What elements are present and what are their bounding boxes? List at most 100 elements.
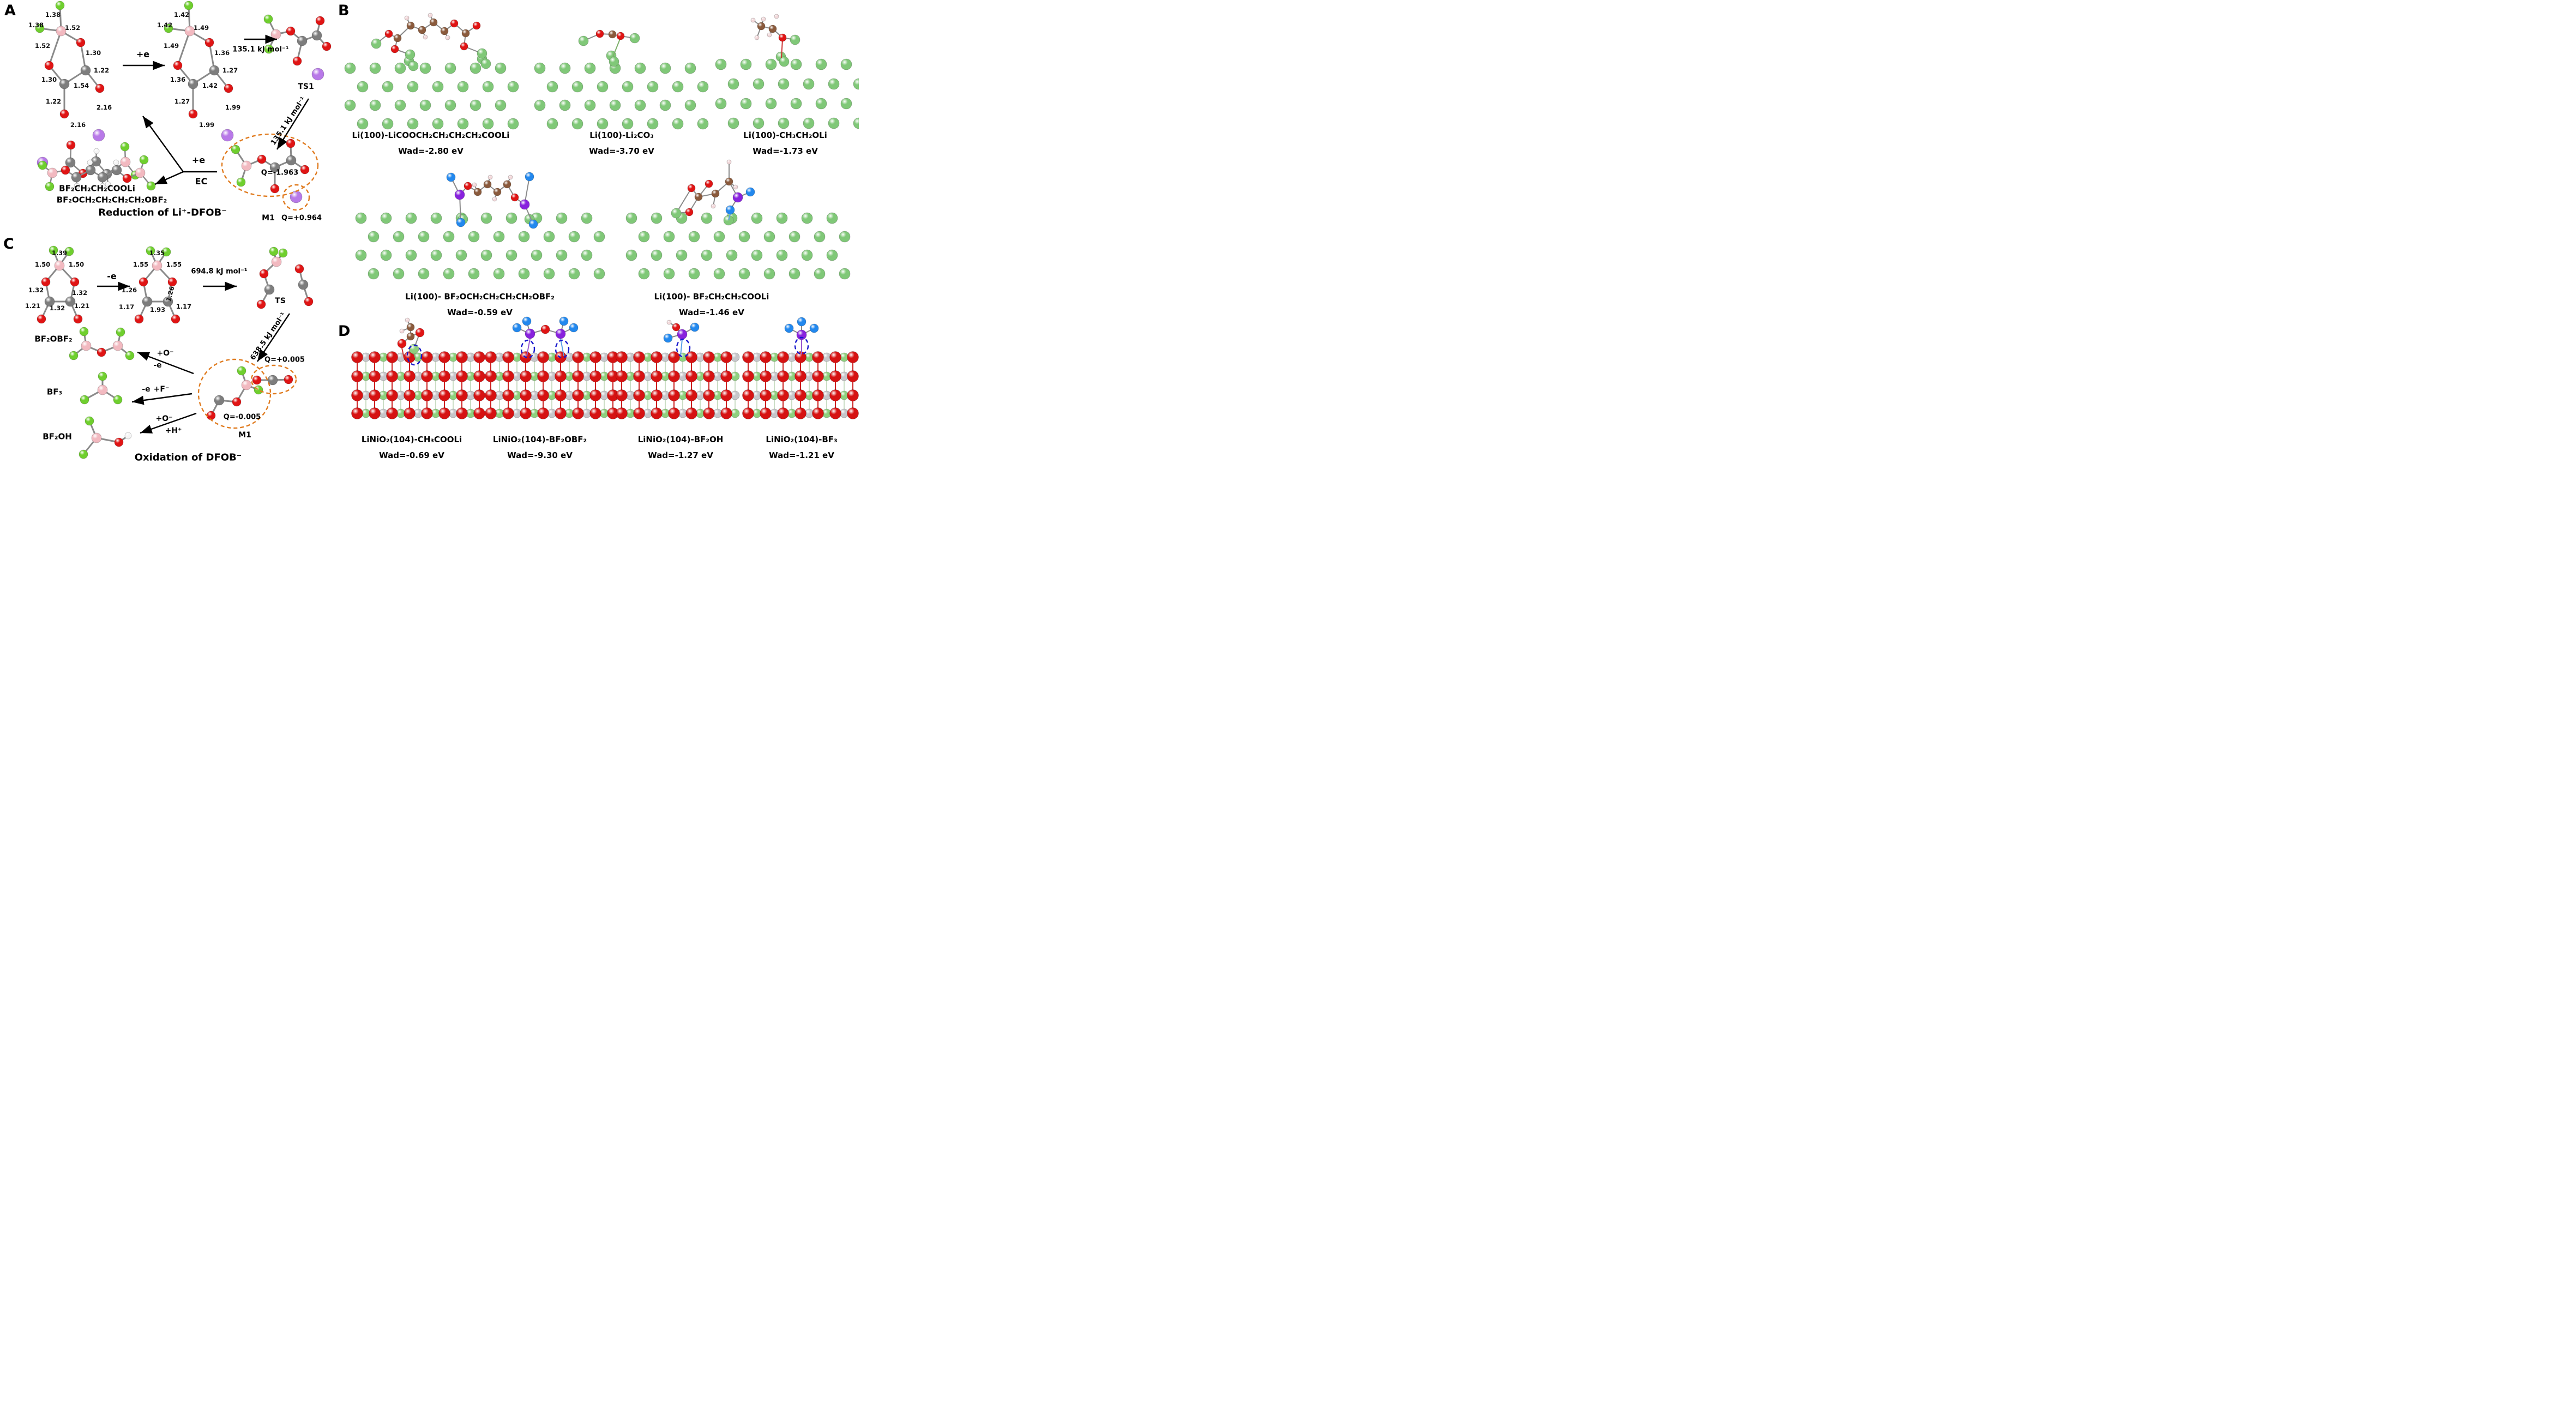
bond-length: 1.50	[35, 261, 50, 268]
annotation-text-7: +e	[191, 155, 206, 165]
annotation-text-18: BF₂OBF₂	[34, 334, 73, 344]
surface-bond	[612, 37, 621, 57]
atom-f	[38, 160, 47, 170]
atom-ls	[344, 62, 356, 74]
atom-od	[369, 407, 381, 419]
atom-od	[812, 351, 824, 363]
atom-o	[304, 297, 314, 306]
atom-od	[537, 370, 549, 382]
atom-od	[616, 407, 628, 419]
atom-o	[778, 33, 787, 42]
atom-od	[651, 407, 663, 419]
bond-length: 1.26	[122, 286, 137, 294]
atom-li	[221, 129, 234, 142]
atom-ls	[357, 81, 369, 93]
annotation-text-1: 135.1 kJ mol⁻¹	[232, 45, 289, 54]
atom-ls	[468, 268, 480, 280]
annotation-text-23: -e	[142, 385, 151, 394]
atom-od	[502, 389, 514, 401]
atom-ls	[738, 268, 750, 280]
annotation-text-6: Q=+0.964	[281, 214, 322, 222]
atom-ls	[394, 62, 406, 74]
atom-od	[438, 370, 450, 382]
atom-ls	[393, 268, 405, 280]
annotation-text-15: Q=+0.005	[264, 356, 305, 364]
bond-length: 1.49	[194, 24, 209, 32]
annotation-text-16: Q=-0.005	[223, 413, 261, 422]
atom-od	[369, 351, 381, 363]
atom-cb	[461, 29, 470, 38]
atom-hp	[733, 184, 738, 190]
atom-o	[390, 45, 399, 53]
atom-ls	[840, 58, 852, 70]
bond-length: 1.49	[164, 42, 179, 50]
atom-f	[125, 351, 135, 360]
atom-fb	[745, 187, 755, 197]
atom-o	[41, 277, 51, 287]
atom-ls	[753, 117, 765, 129]
atom-od	[421, 407, 433, 419]
atom-c	[286, 155, 297, 166]
atom-hp	[472, 182, 477, 188]
atom-od	[720, 407, 732, 419]
atom-hp	[774, 14, 779, 19]
atom-od	[685, 389, 697, 401]
atom-o	[206, 411, 216, 420]
atom-fb	[559, 316, 569, 326]
atom-li	[311, 68, 324, 81]
bond-length: 1.17	[176, 303, 191, 310]
atom-o	[450, 19, 459, 28]
annotation-text-4: Q=-1.963	[261, 169, 299, 177]
molecule-ts1	[263, 14, 332, 81]
surface-bond	[680, 339, 683, 357]
annotation-text-12: 694.8 kJ mol⁻¹	[191, 267, 248, 276]
atom-ls	[368, 268, 380, 280]
bond-length: 1.22	[94, 67, 109, 74]
atom-o	[322, 41, 332, 51]
atom-od	[572, 407, 584, 419]
atom-o	[134, 314, 144, 324]
atom-ls	[638, 268, 650, 280]
bond-length: 1.55	[133, 261, 148, 268]
atom-cb	[493, 188, 502, 196]
atom-od	[760, 389, 772, 401]
panel-a-letter: A	[4, 2, 16, 19]
atom-c	[111, 165, 122, 176]
atom-ls	[647, 81, 659, 93]
atom-od	[456, 351, 468, 363]
atom-od	[720, 389, 732, 401]
atom-f	[49, 245, 58, 255]
atom-ls	[779, 56, 790, 67]
atom-h	[93, 148, 100, 154]
bond-length: 1.42	[157, 21, 172, 29]
atom-b	[47, 167, 58, 178]
atom-f	[146, 181, 156, 191]
atom-od	[760, 351, 772, 363]
atom-od	[386, 351, 398, 363]
surface-bond	[526, 338, 531, 357]
atom-ls	[778, 117, 790, 129]
atom-od	[421, 351, 433, 363]
atom-od	[351, 407, 363, 419]
atom-od	[742, 370, 754, 382]
annotation-text-0: +e	[136, 49, 150, 59]
atom-ls	[803, 78, 815, 90]
atom-ls	[684, 99, 696, 111]
atom-ls	[430, 249, 442, 261]
atom-ls	[701, 249, 713, 261]
atom-ls	[715, 58, 727, 70]
molecule-m1a	[231, 139, 310, 203]
atom-h	[74, 183, 80, 189]
atom-ls	[751, 212, 763, 224]
atom-f	[146, 246, 155, 256]
atom-ls	[394, 99, 406, 111]
atom-b	[120, 157, 131, 167]
atom-od	[616, 351, 628, 363]
dashed-outline	[555, 339, 570, 359]
atom-ls	[556, 249, 568, 261]
atom-ls	[789, 268, 801, 280]
atom-ls	[419, 62, 431, 74]
atom-ls	[622, 81, 634, 93]
